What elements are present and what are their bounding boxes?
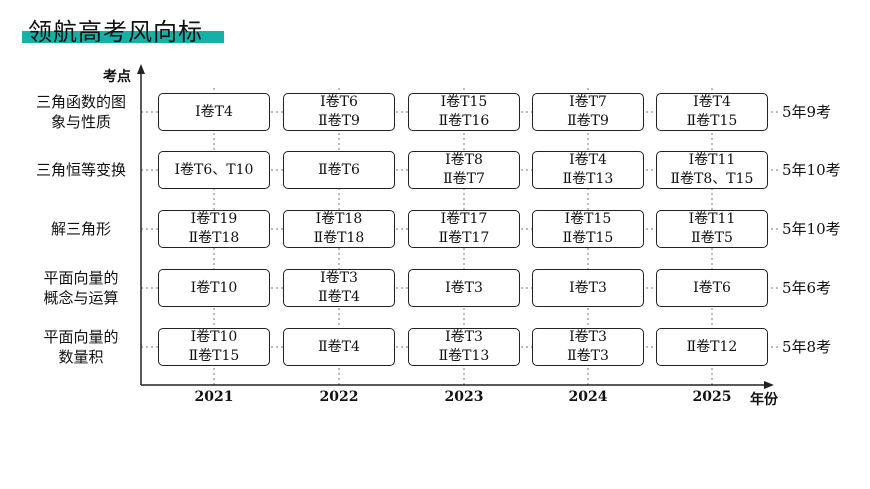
exam-cell-text: Ⅱ卷T15 [562,230,614,246]
exam-cell-text: Ⅱ卷T16 [438,113,490,129]
exam-cell-text: Ⅱ卷T4 [318,338,360,355]
exam-cell-text: Ⅰ卷T11 [688,152,736,168]
title-banner [22,31,224,43]
row-label-line: 数量积 [58,348,104,366]
exam-cell-text: Ⅱ卷T12 [686,338,738,355]
exam-cell: Ⅰ卷T10 [158,269,270,307]
year-label: 2024 [568,389,608,405]
exam-cell: Ⅰ卷T6、T10 [158,151,270,189]
exam-cell-text: Ⅱ卷T13 [438,348,490,364]
exam-cell: Ⅰ卷T4 [158,93,270,131]
row-label: 三角函数的图象与性质 [22,92,140,132]
exam-cell-text: Ⅰ卷T3 [569,279,607,296]
row-total: 5年10考 [782,161,841,179]
exam-cell-text: Ⅰ卷T4 [195,103,233,120]
exam-cell: Ⅰ卷T3 [408,269,520,307]
exam-cell-text: Ⅰ卷T3 [445,279,483,296]
row-label: 平面向量的概念与运算 [22,268,140,308]
row-label-line: 平面向量的 [43,328,119,346]
exam-cell-text: Ⅰ卷T19 [190,211,238,227]
exam-cell-text: Ⅰ卷T11 [688,211,736,227]
exam-cell-text: Ⅰ卷T15 [440,94,488,110]
row-label-line: 三角恒等变换 [35,161,126,179]
row-label: 三角恒等变换 [22,160,140,180]
exam-cell-text: Ⅰ卷T7 [569,94,607,110]
exam-cell-text: Ⅱ卷T7 [443,171,485,187]
exam-cell: Ⅰ卷T6 [656,269,768,307]
exam-cell: Ⅱ卷T6 [283,151,395,189]
year-label: 2023 [444,389,484,405]
exam-cell-text: Ⅰ卷T6、T10 [174,161,254,178]
row-label-line: 解三角形 [50,220,111,238]
exam-cell-text: Ⅱ卷T5 [691,230,733,246]
exam-cell-text: Ⅰ卷T10 [190,329,238,345]
exam-cell-text: Ⅱ卷T13 [562,171,614,187]
exam-cell-text: Ⅰ卷T4 [693,94,731,110]
year-label: 2021 [194,389,234,405]
year-label: 2022 [319,389,359,405]
row-total: 5年9考 [782,103,832,121]
exam-cell: Ⅱ卷T12 [656,328,768,366]
row-total: 5年10考 [782,220,841,238]
y-axis-label: 考点 [103,69,131,85]
exam-cell-text: Ⅰ卷T10 [190,279,238,296]
exam-cell-text: Ⅱ卷T6 [318,161,360,178]
exam-cell-text: Ⅱ卷T18 [313,230,365,246]
exam-cell: Ⅱ卷T4 [283,328,395,366]
exam-cell-text: Ⅰ卷T15 [564,211,612,227]
row-label-line: 象与性质 [50,113,111,131]
exam-cell-text: Ⅱ卷T8、T15 [670,171,754,187]
exam-cell-text: Ⅰ卷T18 [315,211,363,227]
exam-cell-text: Ⅱ卷T15 [686,113,738,129]
exam-cell-text: Ⅰ卷T3 [569,329,607,345]
exam-cell: Ⅰ卷T3 [532,269,644,307]
exam-cell-text: Ⅱ卷T18 [188,230,240,246]
exam-cell-text: Ⅱ卷T17 [438,230,490,246]
exam-cell-text: Ⅰ卷T17 [440,211,488,227]
row-label-line: 三角函数的图 [35,93,126,111]
row-label: 平面向量的数量积 [22,327,140,367]
exam-cell-text: Ⅰ卷T3 [320,270,358,286]
exam-cell-text: Ⅱ卷T9 [318,113,360,129]
row-label-line: 概念与运算 [43,289,119,307]
exam-cell-text: Ⅰ卷T6 [693,279,731,296]
x-axis-arrow [764,381,774,389]
y-axis-arrow [137,64,145,74]
exam-cell-text: Ⅰ卷T8 [445,152,483,168]
exam-cell-text: Ⅱ卷T4 [318,289,360,305]
row-label: 解三角形 [22,219,140,239]
exam-cell-text: Ⅰ卷T4 [569,152,607,168]
row-total: 5年8考 [782,338,832,356]
row-label-line: 平面向量的 [43,269,119,287]
exam-cell-text: Ⅱ卷T9 [567,113,609,129]
x-axis-label: 年份 [750,392,778,408]
exam-cell-text: Ⅱ卷T3 [567,348,609,364]
page-title: 领航高考风向标 [28,18,203,46]
exam-cell-text: Ⅰ卷T6 [320,94,358,110]
year-label: 2025 [692,389,732,405]
exam-cell-text: Ⅱ卷T15 [188,348,240,364]
row-total: 5年6考 [782,279,832,297]
exam-cell-text: Ⅰ卷T3 [445,329,483,345]
